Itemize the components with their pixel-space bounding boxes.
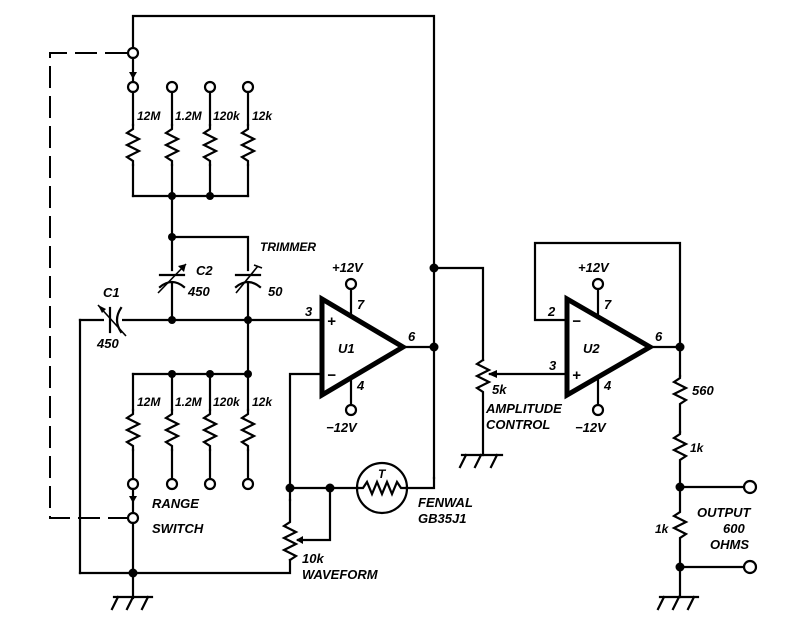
range-terminal[interactable] bbox=[241, 80, 255, 94]
range-terminal[interactable] bbox=[126, 477, 140, 491]
u1-negative-feedback bbox=[285, 372, 436, 544]
amplitude-pot-value: 5k bbox=[492, 382, 507, 397]
waveform-pot-value: 10k bbox=[302, 551, 324, 566]
waveform-pot[interactable]: 10k WAVEFORM bbox=[281, 498, 379, 582]
switch-arrow-icon bbox=[129, 72, 137, 79]
label-trimmer-value: 50 bbox=[268, 284, 283, 299]
resistor-560 bbox=[671, 374, 689, 434]
thermistor-label-brand: FENWAL bbox=[418, 495, 473, 510]
label-1k-a: 1k bbox=[690, 441, 705, 455]
ground-return-wire bbox=[78, 558, 292, 578]
u2-minus-sign: − bbox=[572, 313, 581, 330]
switch-common-terminal[interactable] bbox=[126, 46, 140, 60]
resistor-1k-a bbox=[671, 430, 689, 489]
capacitor-c1: C1 450 bbox=[96, 285, 127, 351]
u1-pin3: 3 bbox=[305, 304, 313, 319]
output-terminal-ground[interactable] bbox=[742, 559, 758, 575]
series-capacitors: C2 450 TRIMMER 50 bbox=[157, 194, 316, 322]
ground-icon bbox=[458, 453, 504, 469]
u2-vneg-label: −12V bbox=[575, 420, 607, 435]
amplitude-pot-label-1: AMPLITUDE bbox=[485, 401, 562, 416]
thermistor-symbol: T bbox=[378, 467, 387, 481]
bottom-resistor-bank: 12M 1.2M 120k 12k bbox=[125, 370, 273, 491]
resistor-120k-bottom bbox=[202, 408, 218, 452]
label-range: RANGE bbox=[152, 496, 199, 511]
u1-minus-sign: − bbox=[327, 367, 336, 384]
label-1.2M-bottom: 1.2M bbox=[175, 395, 203, 409]
range-terminal[interactable] bbox=[241, 477, 255, 491]
label-12k-top: 12k bbox=[252, 109, 273, 123]
u1-pin6: 6 bbox=[408, 329, 416, 344]
waveform-pot-label: WAVEFORM bbox=[302, 567, 379, 582]
ground-icon bbox=[110, 595, 154, 611]
amplitude-pot-label-2: CONTROL bbox=[486, 417, 550, 432]
opamp-u2: 2 3 − + U2 6 7 4 +12V −12V bbox=[533, 241, 685, 435]
range-terminal[interactable] bbox=[165, 80, 179, 94]
output-label-2: 600 bbox=[723, 521, 745, 536]
label-12M-bottom: 12M bbox=[137, 395, 161, 409]
bottom-range-switch[interactable]: RANGE SWITCH bbox=[126, 487, 204, 600]
label-c1-value: 450 bbox=[96, 336, 119, 351]
capacitor-c2 bbox=[157, 263, 187, 322]
opamp-u1: 3 + − U1 6 7 4 +12V −12V bbox=[305, 260, 439, 435]
u2-pin4: 4 bbox=[603, 378, 612, 393]
resistor-12k-bottom bbox=[240, 408, 256, 452]
switch-arrow-icon bbox=[129, 496, 137, 503]
output-label-3: OHMS bbox=[710, 537, 749, 552]
resistor-12k-top bbox=[240, 123, 256, 167]
output-terminal-hot[interactable] bbox=[742, 479, 758, 495]
resistor-1.2M-top bbox=[164, 123, 180, 167]
u2-pin3: 3 bbox=[549, 358, 557, 373]
resistor-1k-b bbox=[671, 485, 689, 569]
u1-vneg-label: −12V bbox=[326, 420, 358, 435]
resistor-120k-top bbox=[202, 123, 218, 167]
label-12M-top: 12M bbox=[137, 109, 161, 123]
u2-plus-sign: + bbox=[572, 367, 581, 384]
output-network: 560 1k 1k OUTPUT 600 OHMS bbox=[655, 345, 758, 599]
ground-icon bbox=[656, 595, 700, 611]
switch-common-terminal[interactable] bbox=[126, 511, 140, 525]
range-terminal[interactable] bbox=[203, 477, 217, 491]
u1-plus-sign: + bbox=[327, 313, 336, 330]
switch-gang-link bbox=[49, 52, 127, 519]
label-560: 560 bbox=[692, 383, 714, 398]
label-12k-bottom: 12k bbox=[252, 395, 273, 409]
label-120k-bottom: 120k bbox=[213, 395, 241, 409]
top-range-switch[interactable] bbox=[126, 46, 140, 84]
top-feedback-wire bbox=[131, 14, 436, 480]
u1-label: U1 bbox=[338, 341, 355, 356]
u2-pin6: 6 bbox=[655, 329, 663, 344]
u2-label: U2 bbox=[583, 341, 600, 356]
u1-pin7: 7 bbox=[357, 297, 365, 312]
resistor-12M-top bbox=[125, 123, 141, 167]
u1-pin4: 4 bbox=[356, 378, 365, 393]
resistor-1.2M-bottom bbox=[164, 408, 180, 452]
label-1k-b: 1k bbox=[655, 522, 670, 536]
amplitude-control-pot[interactable]: 5k AMPLITUDE CONTROL bbox=[432, 266, 567, 457]
range-terminal[interactable] bbox=[126, 80, 140, 94]
u2-pin2: 2 bbox=[547, 304, 556, 319]
output-label-1: OUTPUT bbox=[697, 505, 752, 520]
resistor-12M-bottom bbox=[125, 408, 141, 452]
u2-pin7: 7 bbox=[604, 297, 612, 312]
top-resistor-bank: 12M 1.2M 120k 12k bbox=[125, 80, 273, 200]
label-120k-top: 120k bbox=[213, 109, 241, 123]
label-1.2M-top: 1.2M bbox=[175, 109, 203, 123]
label-switch: SWITCH bbox=[152, 521, 204, 536]
label-c2-value: 450 bbox=[187, 284, 210, 299]
label-trimmer: TRIMMER bbox=[260, 240, 316, 254]
thermistor-label-part: GB35J1 bbox=[418, 511, 466, 526]
capacitor-trimmer bbox=[234, 264, 263, 322]
u2-vpos-label: +12V bbox=[578, 260, 610, 275]
label-c2: C2 bbox=[196, 263, 213, 278]
u1-vpos-label: +12V bbox=[332, 260, 364, 275]
range-terminal[interactable] bbox=[203, 80, 217, 94]
label-c1: C1 bbox=[103, 285, 120, 300]
range-terminal[interactable] bbox=[165, 477, 179, 491]
thermistor: T FENWAL GB35J1 bbox=[355, 461, 473, 526]
